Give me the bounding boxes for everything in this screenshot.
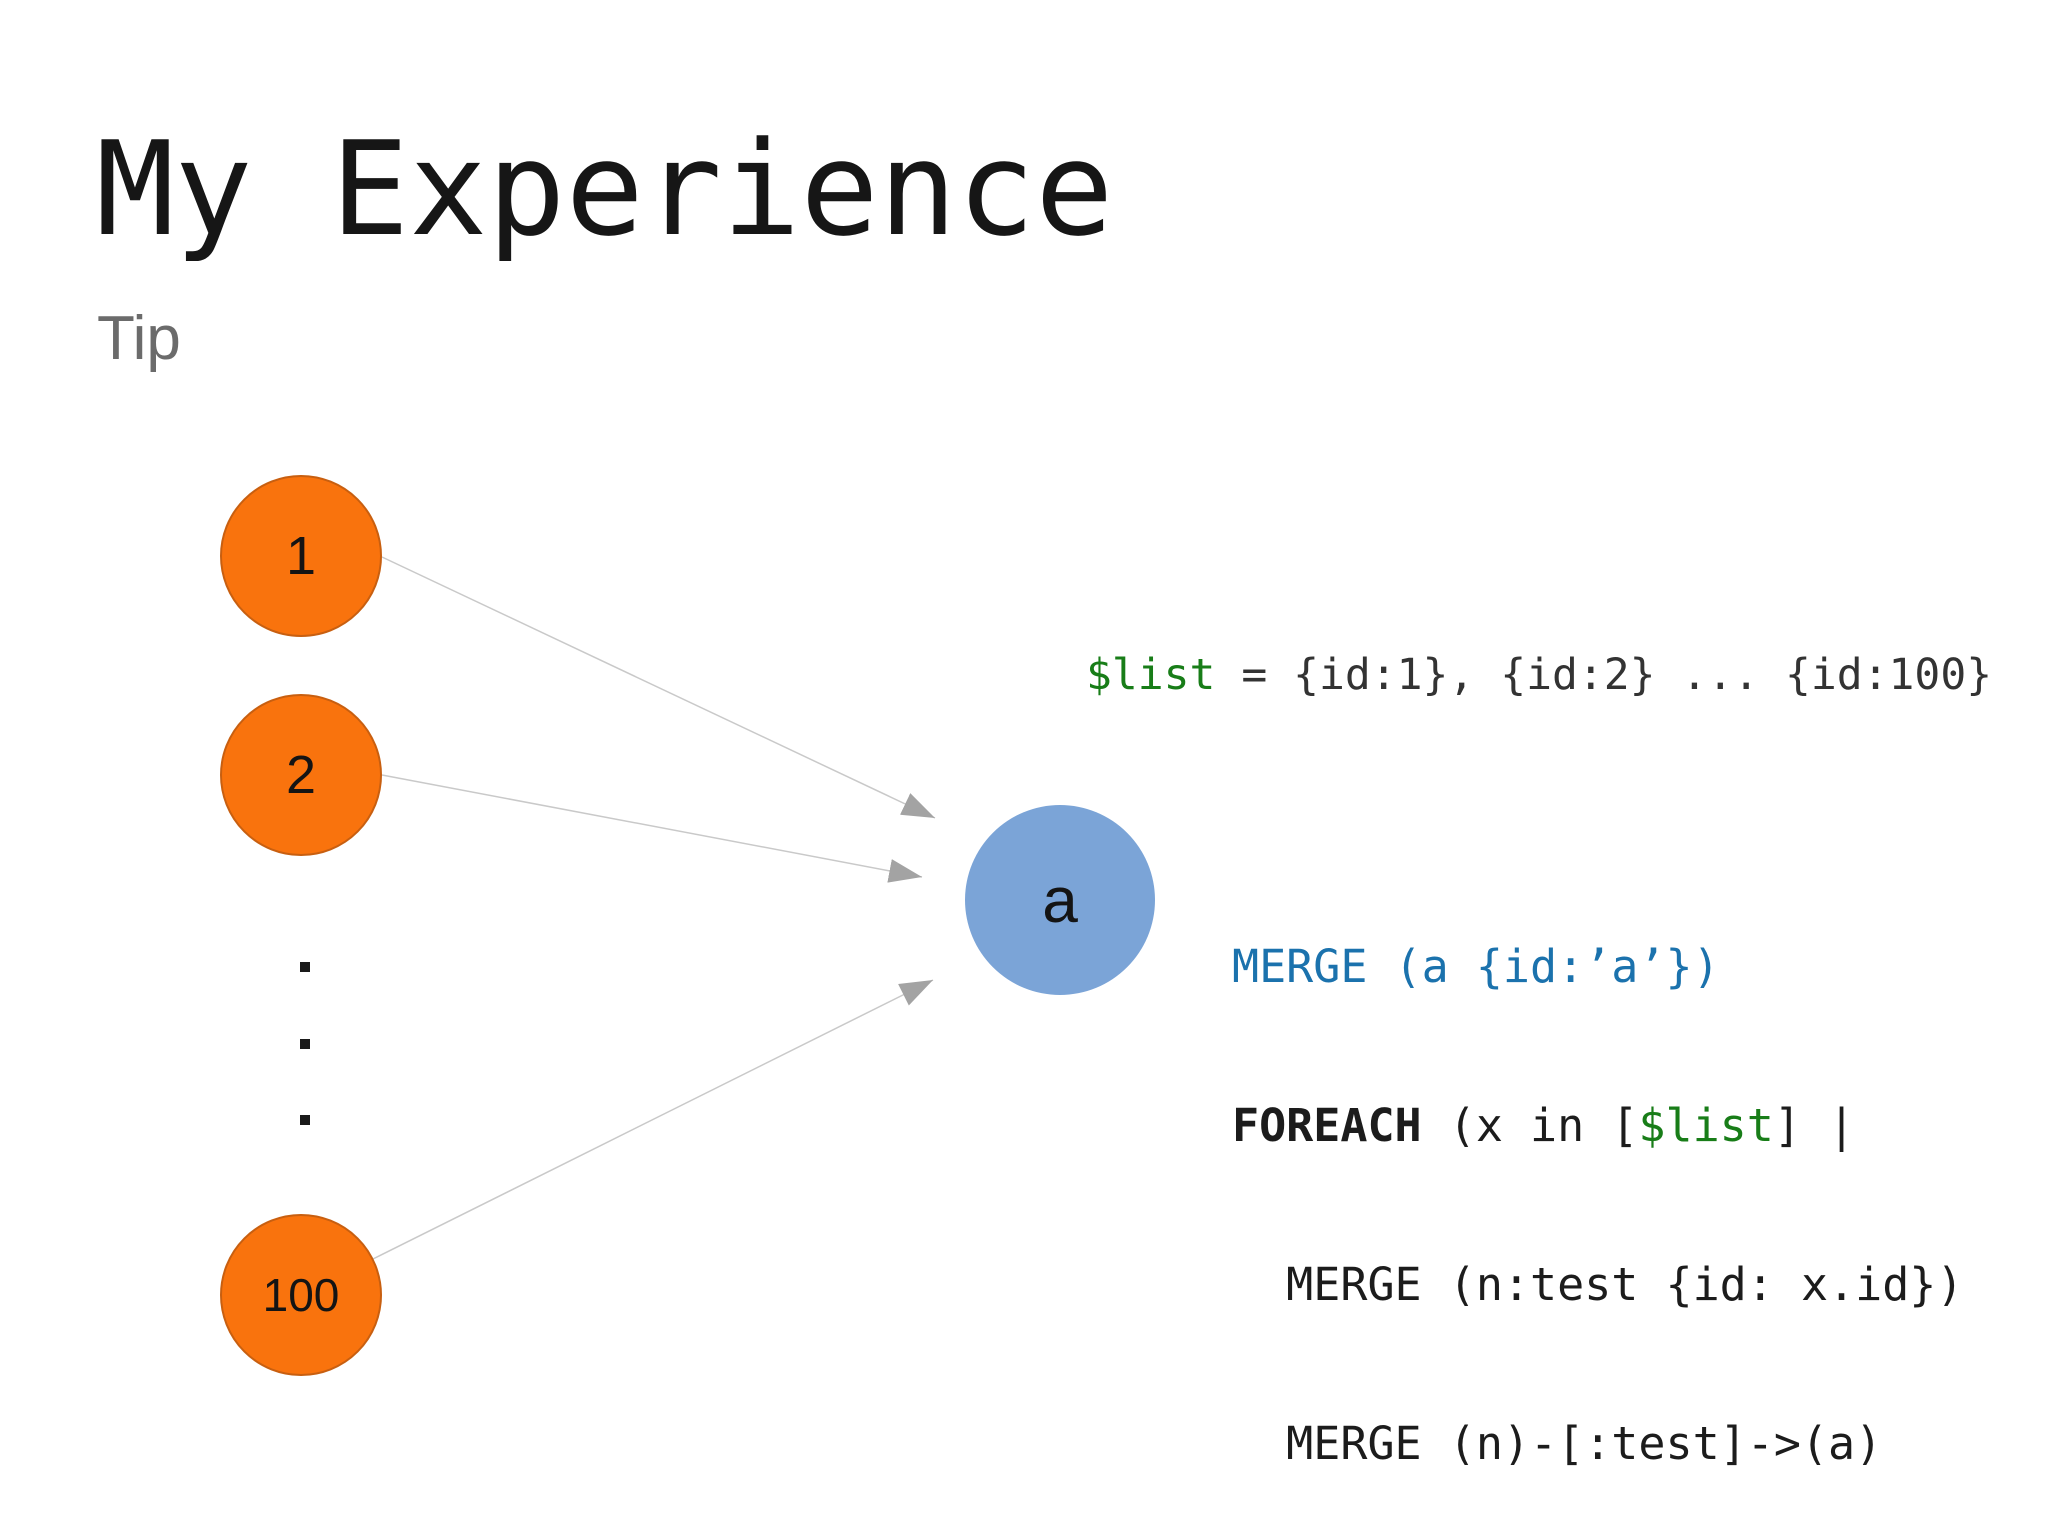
edge-1-to-a xyxy=(381,556,936,819)
edge-100-to-a xyxy=(372,979,934,1260)
slide-subtitle: Tip xyxy=(97,304,181,373)
graph-node-100-label: 100 xyxy=(262,1269,340,1321)
cypher-code-block: MERGE (a {id:’a’}) FOREACH (x in [$list]… xyxy=(1232,834,1964,1535)
list-assignment-rest: = {id:1}, {id:2} ... {id:100} xyxy=(1215,650,1993,700)
graph-node-2-label: 2 xyxy=(285,745,317,805)
list-variable: $list xyxy=(1086,650,1216,700)
graph-node-1: 1 xyxy=(220,475,382,637)
foreach-keyword: FOREACH xyxy=(1232,1099,1422,1152)
graph-node-1-label: 1 xyxy=(285,526,317,586)
code-line-merge-n: MERGE (n:test {id: x.id}) xyxy=(1232,1258,1964,1311)
ellipsis-dot xyxy=(300,1039,310,1049)
ellipsis-dot xyxy=(300,962,310,972)
graph-node-a: a xyxy=(965,805,1155,995)
code-line-merge-a: MERGE (a {id:’a’}) xyxy=(1232,940,1720,993)
foreach-list-variable: $list xyxy=(1638,1099,1774,1152)
code-line-foreach: FOREACH (x in [$list] | xyxy=(1232,1099,1856,1152)
slide-title: My Experience xyxy=(96,113,1114,265)
list-assignment-code: $list = {id:1}, {id:2} ... {id:100} xyxy=(1086,650,1992,702)
graph-node-100: 100 xyxy=(220,1214,382,1376)
code-line-merge-rel: MERGE (n)-[:test]->(a) xyxy=(1232,1417,1883,1470)
edge-2-to-a xyxy=(381,774,923,883)
graph-node-2: 2 xyxy=(220,694,382,856)
ellipsis-dot xyxy=(300,1115,310,1125)
graph-node-a-label: a xyxy=(1042,864,1078,936)
